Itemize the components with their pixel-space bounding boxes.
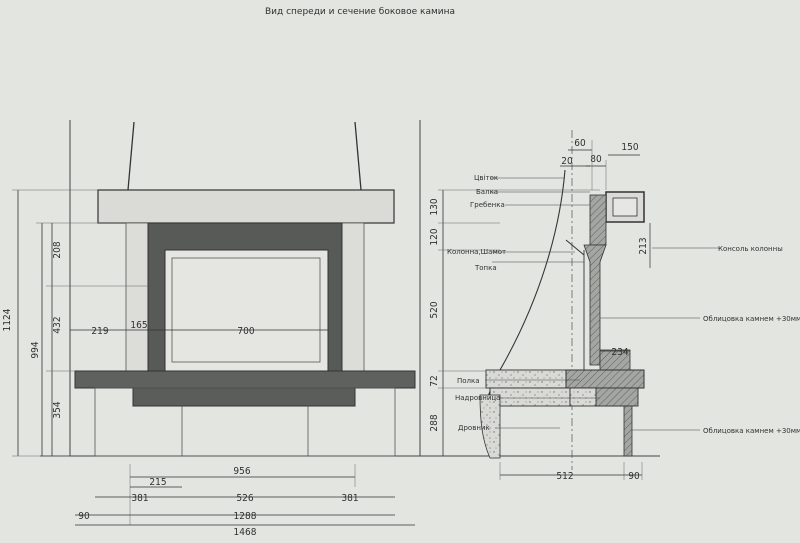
- label-drovnik: Дровник: [458, 424, 490, 432]
- polka-left: [485, 369, 567, 389]
- dim-994: 994: [30, 341, 41, 358]
- label-nadrovnica: Надровница: [455, 394, 500, 402]
- dim-381-right: 381: [341, 493, 358, 504]
- drawing-title: Вид спереди и сечение боковое камина: [265, 7, 455, 17]
- label-oblicovka-2: Облицовка камнем +30мм: [703, 427, 800, 435]
- hearth-lower-band: [132, 387, 356, 407]
- dim-1124: 1124: [2, 308, 13, 331]
- bottom-cladding: [623, 405, 633, 457]
- nadrovnica-stone: [595, 387, 639, 407]
- dim-700: 700: [237, 326, 254, 337]
- dim-354: 354: [52, 401, 63, 418]
- dim-120: 120: [429, 228, 440, 245]
- dim-90-side: 90: [628, 471, 640, 482]
- dim-520: 520: [429, 301, 440, 318]
- base-outline: [94, 387, 396, 457]
- side-section: 130 120 520 72 288 60 20 80 150 213: [429, 130, 800, 482]
- chimney-right-line: [354, 121, 362, 191]
- front-view: 1124 994 208 432 354 219 165 700 956 215…: [2, 120, 660, 538]
- column-top: [589, 194, 607, 246]
- label-topka: Топка: [474, 264, 497, 272]
- dim-288: 288: [429, 414, 440, 431]
- mantel-beam: [97, 189, 395, 224]
- dim-130: 130: [429, 198, 440, 215]
- label-balka: Балка: [476, 188, 498, 196]
- dim-208: 208: [52, 241, 63, 258]
- dim-234: 234: [611, 347, 628, 358]
- console-box-inner: [612, 197, 638, 217]
- dim-432: 432: [52, 316, 63, 333]
- polka-stone: [565, 369, 645, 389]
- dim-150: 150: [621, 142, 638, 153]
- label-konsol: Консоль колонны: [718, 245, 783, 253]
- dim-1288: 1288: [234, 511, 257, 522]
- label-polka: Полка: [457, 377, 480, 385]
- label-cvetok: Цвіток: [474, 174, 498, 182]
- dim-72: 72: [429, 375, 440, 386]
- label-oblicovka-1: Облицовка камнем +30мм: [703, 315, 800, 323]
- dim-90-left: 90: [78, 511, 90, 522]
- right-column: [341, 222, 365, 372]
- chimney-left-line: [127, 121, 135, 191]
- dim-956: 956: [233, 466, 250, 477]
- dim-20: 20: [561, 156, 573, 167]
- label-grebenka: Гребенка: [470, 201, 505, 209]
- dim-219: 219: [91, 326, 108, 337]
- dim-526: 526: [236, 493, 253, 504]
- column-body: [583, 244, 607, 366]
- dim-165: 165: [130, 320, 147, 331]
- firebox-inner-frame: [171, 257, 321, 363]
- dim-512: 512: [556, 471, 573, 482]
- grebenka-line: [565, 239, 585, 256]
- left-column: [125, 222, 149, 372]
- dim-381-left: 381: [131, 493, 148, 504]
- hearth-shelf: [74, 370, 416, 389]
- label-kolonna-shamot: Колонна,Шамот: [447, 248, 506, 256]
- dim-215: 215: [149, 477, 166, 488]
- dim-213: 213: [638, 237, 649, 254]
- nadrovnica-left: [489, 387, 571, 407]
- firebox-opening: [164, 249, 329, 372]
- dim-60: 60: [574, 138, 586, 149]
- dim-80: 80: [590, 154, 602, 165]
- dim-1468: 1468: [234, 527, 257, 538]
- drovnik-block: [479, 394, 501, 459]
